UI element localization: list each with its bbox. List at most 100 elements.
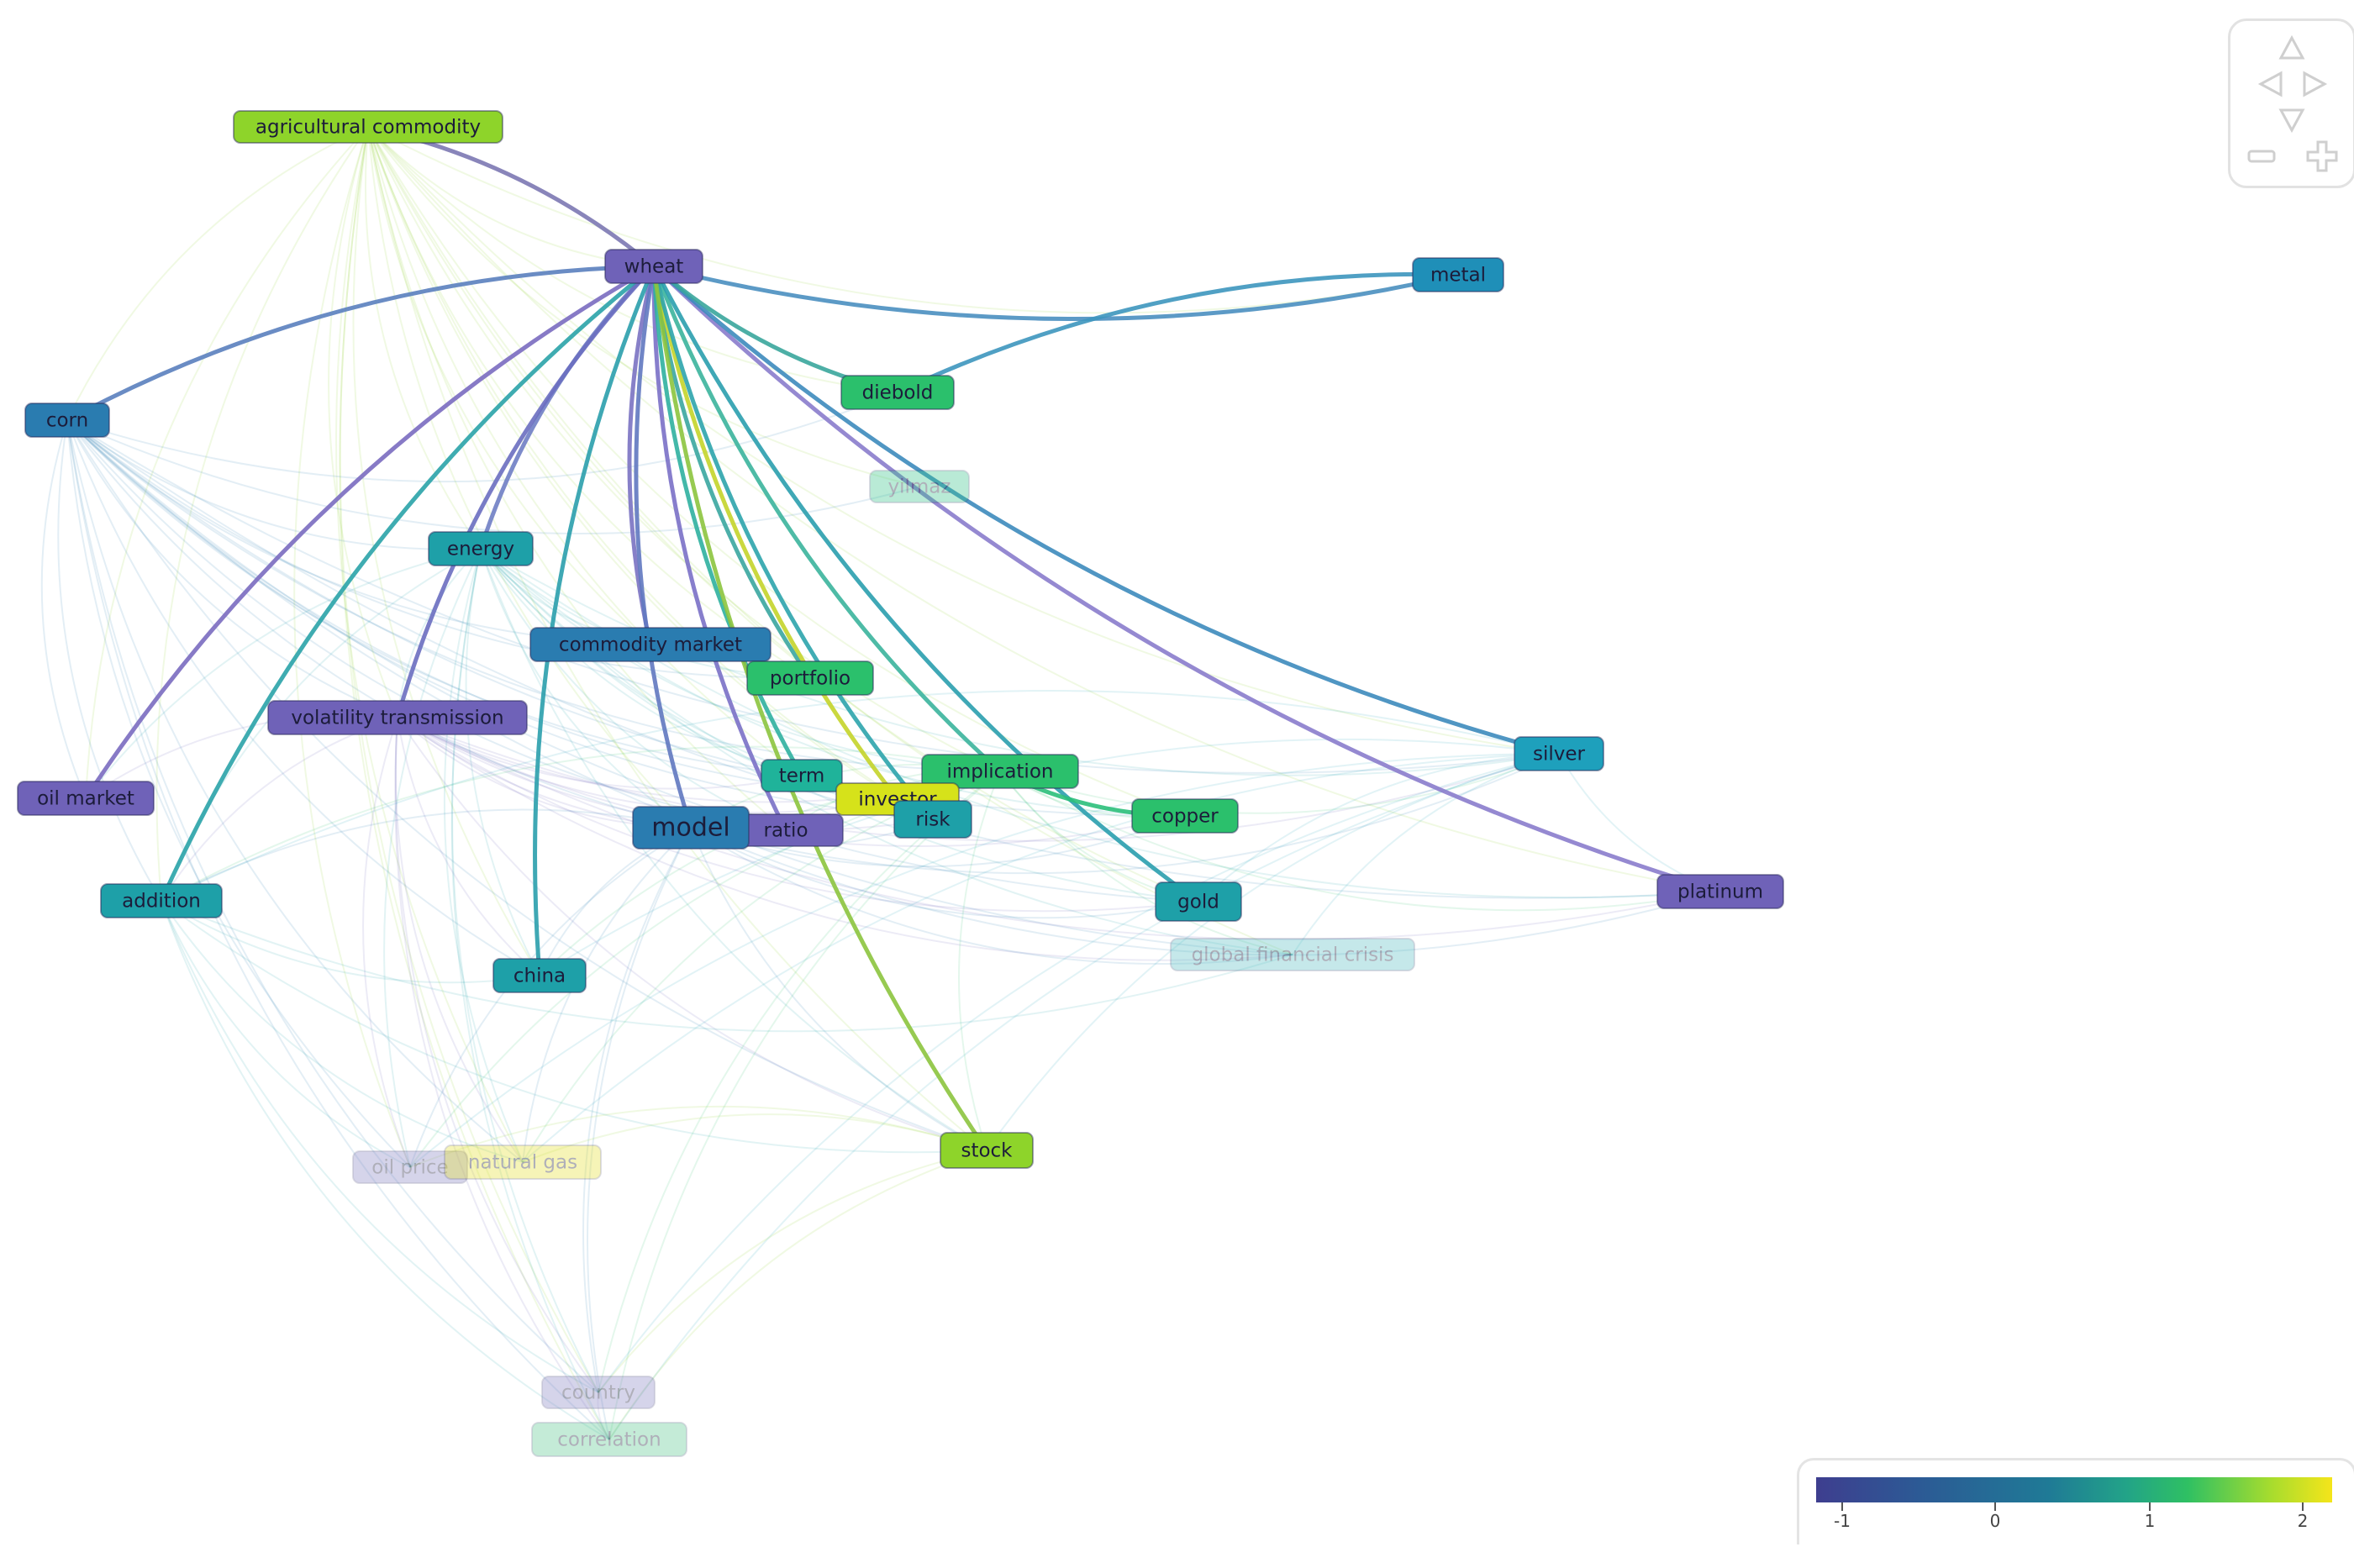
node-box[interactable]	[746, 660, 874, 696]
background-edge	[85, 126, 369, 799]
node-natural-gas[interactable]: natural gas	[444, 1144, 602, 1180]
node-label: risk	[915, 809, 951, 831]
node-addition[interactable]: addition	[100, 883, 223, 918]
legend-tick	[1841, 1502, 1843, 1511]
background-edge	[66, 419, 1001, 772]
node-box[interactable]	[492, 958, 587, 993]
node-box[interactable]	[1170, 938, 1415, 971]
background-edge	[66, 419, 610, 1440]
node-box[interactable]	[1131, 798, 1239, 834]
background-edge	[155, 126, 369, 902]
background-edge	[480, 548, 987, 1151]
background-edge	[161, 717, 398, 902]
node-box[interactable]	[24, 403, 110, 438]
node-box[interactable]	[893, 800, 972, 839]
node-agricultural-commodity[interactable]: agricultural commodity	[233, 110, 503, 144]
background-edge	[66, 419, 1186, 818]
background-edge	[522, 1113, 987, 1163]
node-box[interactable]	[1155, 881, 1242, 922]
node-energy[interactable]: energy	[428, 531, 534, 566]
background-edge	[367, 126, 1001, 772]
node-box[interactable]	[632, 806, 750, 850]
arrow-right-icon[interactable]	[2303, 71, 2328, 97]
node-box[interactable]	[541, 1376, 656, 1409]
background-edge	[1292, 753, 1560, 955]
node-box[interactable]	[940, 1132, 1034, 1169]
node-volatility-transmission[interactable]: volatility transmission	[267, 700, 528, 735]
node-box[interactable]	[1514, 736, 1604, 771]
background-edge	[66, 392, 898, 483]
node-stock[interactable]: stock	[940, 1132, 1034, 1169]
edge-wheat-metal	[653, 264, 1459, 322]
node-china[interactable]: china	[492, 958, 587, 993]
background-edge	[394, 717, 599, 1393]
background-edge	[66, 126, 369, 421]
node-oil-market[interactable]: oil market	[17, 781, 155, 816]
edge-wheat-oil-market	[83, 264, 656, 800]
node-box[interactable]	[267, 700, 528, 735]
arrow-down-icon[interactable]	[2278, 108, 2305, 134]
background-edge	[409, 753, 1560, 1168]
node-label: natural gas	[468, 1152, 577, 1174]
node-implication[interactable]: implication	[921, 754, 1079, 789]
node-box[interactable]	[921, 754, 1079, 789]
node-label: global financial crisis	[1192, 944, 1394, 966]
node-term[interactable]: term	[761, 759, 843, 792]
node-yilmaz[interactable]: yilmaz	[869, 470, 970, 503]
node-box[interactable]	[428, 531, 534, 566]
background-edge	[367, 126, 803, 776]
background-edge	[480, 548, 803, 776]
background-edge	[161, 690, 1560, 902]
node-copper[interactable]: copper	[1131, 798, 1239, 834]
node-box[interactable]	[869, 470, 970, 503]
node-corn[interactable]: corn	[24, 403, 110, 438]
background-edge	[66, 419, 987, 1151]
node-silver[interactable]: silver	[1514, 736, 1604, 771]
node-box[interactable]	[761, 759, 843, 792]
edge-metal-diebold	[896, 271, 1459, 395]
node-box[interactable]	[604, 249, 703, 284]
navigation-control[interactable]	[2228, 18, 2354, 188]
legend-tick	[2302, 1502, 2304, 1511]
background-edge	[66, 419, 651, 645]
node-ratio[interactable]: ratio	[728, 813, 844, 847]
node-box[interactable]	[17, 781, 155, 816]
arrow-left-icon[interactable]	[2257, 71, 2283, 97]
node-box[interactable]	[529, 627, 772, 662]
node-diebold[interactable]: diebold	[840, 375, 955, 410]
node-gold[interactable]: gold	[1155, 881, 1242, 922]
node-box[interactable]	[840, 375, 955, 410]
node-model[interactable]: model	[632, 806, 750, 850]
zoom-out-icon[interactable]	[2247, 150, 2276, 163]
background-edge	[958, 771, 1001, 1151]
node-country[interactable]: country	[541, 1376, 656, 1409]
node-box[interactable]	[444, 1144, 602, 1180]
edge-wheat-silver	[652, 265, 1560, 756]
background-edge	[608, 753, 1560, 1440]
edge-wheat-stock	[651, 266, 989, 1152]
node-box[interactable]	[233, 110, 503, 144]
node-correlation[interactable]: correlation	[531, 1422, 687, 1457]
edge-wheat-implication	[651, 266, 1002, 773]
node-box[interactable]	[352, 1150, 468, 1184]
arrow-up-icon[interactable]	[2278, 34, 2305, 60]
background-edge	[480, 548, 692, 829]
background-edge	[161, 900, 540, 984]
node-portfolio[interactable]: portfolio	[746, 660, 874, 696]
node-global-financial-crisis[interactable]: global financial crisis	[1170, 938, 1415, 971]
node-box[interactable]	[1656, 874, 1784, 909]
node-box[interactable]	[531, 1422, 687, 1457]
node-platinum[interactable]: platinum	[1656, 874, 1784, 909]
background-edge	[397, 717, 803, 790]
node-box[interactable]	[100, 883, 223, 918]
node-label: addition	[122, 891, 201, 913]
node-metal[interactable]: metal	[1412, 257, 1504, 292]
node-wheat[interactable]: wheat	[604, 249, 703, 284]
node-oil-price[interactable]: oil price	[352, 1150, 468, 1184]
zoom-in-icon[interactable]	[2306, 140, 2338, 172]
node-commodity-market[interactable]: commodity market	[529, 627, 772, 662]
node-risk[interactable]: risk	[893, 800, 972, 839]
node-box[interactable]	[1412, 257, 1504, 292]
background-edge	[367, 126, 651, 645]
background-edge	[690, 827, 1199, 919]
